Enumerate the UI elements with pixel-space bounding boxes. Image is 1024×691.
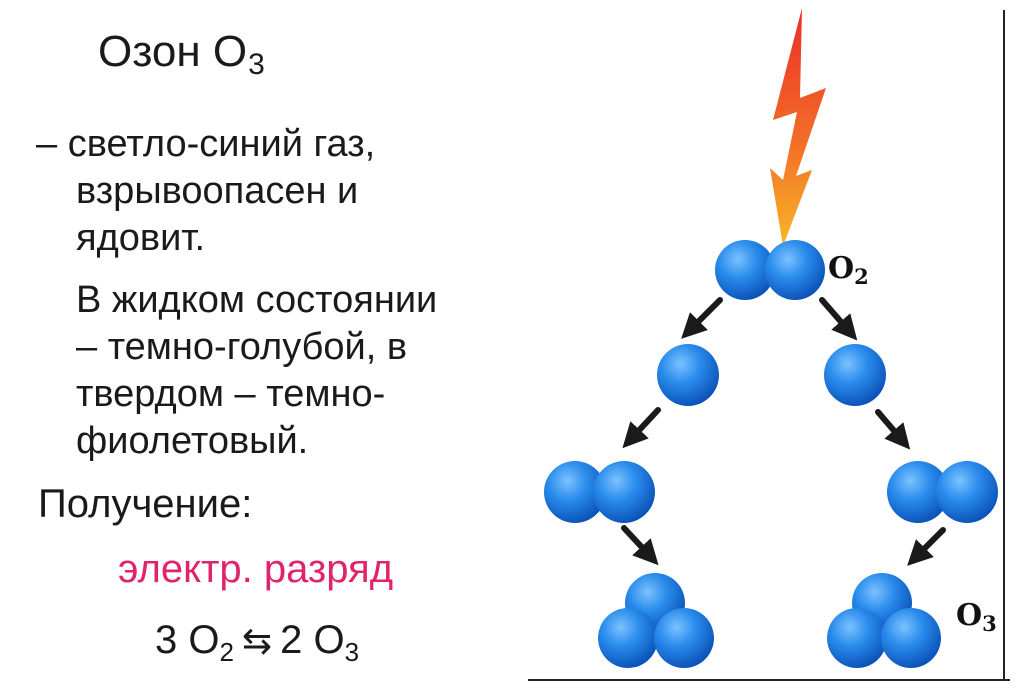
description-line-2: взрывоопасен и — [76, 170, 359, 212]
equation-right-sub: 3 — [344, 637, 360, 667]
atom — [827, 608, 887, 668]
states-line-2: – темно-голубой, в — [76, 326, 408, 368]
atom — [936, 461, 998, 523]
o3-molecule-left — [598, 573, 714, 668]
lightning-bolt-icon — [770, 8, 826, 246]
states-line-1: В жидком состоянии — [76, 279, 438, 321]
o2-molecule-top — [715, 240, 825, 300]
equation-left-sub: 2 — [219, 637, 234, 667]
equation-left: 3 O — [155, 618, 220, 662]
o3-label: O3 — [956, 598, 997, 636]
oxygen-atom-left — [657, 344, 719, 406]
atom — [765, 240, 825, 300]
o2-label: O2 — [828, 251, 869, 289]
atom — [544, 461, 606, 523]
atom — [887, 461, 949, 523]
description-paragraph: – светло-синий газ, взрывоопасен и ядови… — [36, 121, 375, 262]
o2-molecule-left — [544, 461, 655, 523]
title-subscript: 3 — [248, 48, 265, 81]
description-line-3: ядовит. — [76, 217, 206, 259]
description-line-1: – светло-синий газ, — [36, 123, 376, 165]
title-text: Озон O — [98, 27, 248, 76]
states-line-3: твердом – темно- — [76, 373, 386, 415]
states-line-4: фиолетовый. — [76, 420, 309, 462]
arrow-icon — [681, 297, 723, 339]
o2-molecule-right — [887, 461, 998, 523]
reaction-equation: 3 O2⇆2 O3 — [155, 615, 359, 677]
atom — [715, 240, 775, 300]
production-method: электр. разряд — [118, 547, 394, 591]
arrow-icon — [621, 525, 659, 566]
atom — [598, 608, 658, 668]
atom — [654, 608, 714, 668]
oxygen-atom-right — [824, 344, 886, 406]
o3-molecule-right — [827, 573, 941, 668]
arrow-icon — [819, 297, 858, 341]
atom — [593, 461, 655, 523]
states-paragraph: В жидком состоянии – темно-голубой, в тв… — [36, 277, 437, 465]
equation-right: 2 O — [280, 618, 345, 662]
equilibrium-arrow-icon: ⇆ — [241, 620, 273, 661]
atom — [881, 608, 941, 668]
production-heading: Получение: — [38, 482, 253, 526]
arrow-icon — [622, 407, 661, 449]
page-title: Озон O3 — [98, 26, 265, 91]
arrow-icon — [875, 409, 911, 450]
arrow-icon — [907, 527, 946, 566]
